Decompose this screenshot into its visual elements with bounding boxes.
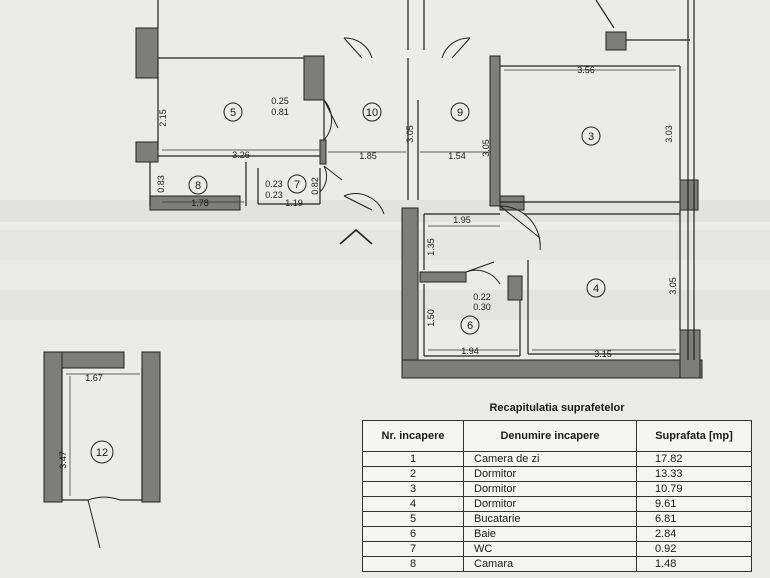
room-8-label: 8	[195, 180, 201, 192]
walls	[43, 27, 703, 503]
dim-135: 1.35	[426, 238, 436, 256]
room-4-marker: 4	[586, 278, 606, 298]
room-4-label: 4	[593, 283, 599, 295]
header-nr: Nr. incapere	[362, 420, 464, 452]
cell-nr: 6	[362, 526, 464, 542]
dim-178: 1.78	[191, 198, 209, 208]
dim-356: 3.56	[577, 65, 595, 75]
room-7-label: 7	[294, 179, 300, 191]
cell-name: Dormitor	[463, 466, 637, 482]
cell-nr: 3	[362, 481, 464, 497]
cell-nr: 4	[362, 496, 464, 512]
room-7-marker: 7	[287, 174, 307, 194]
dim-083: 0.83	[156, 175, 166, 193]
table-title: Recapitulatia suprafetelor	[489, 402, 625, 414]
cell-nr: 8	[362, 556, 464, 572]
room-outlines	[61, 0, 695, 501]
dim-215: 2.15	[158, 109, 168, 127]
room-5-marker: 5	[223, 102, 243, 122]
cell-nr: 1	[362, 451, 464, 467]
dim-022: 0.22	[473, 292, 491, 302]
header-area: Suprafata [mp]	[636, 420, 752, 452]
dim-305a: 3.05	[405, 125, 415, 143]
dim-347: 3.47	[58, 451, 68, 469]
dim-030: 0.30	[473, 302, 491, 312]
cell-nr: 7	[362, 541, 464, 557]
room-3-label: 3	[588, 131, 594, 143]
doors	[87, 37, 541, 549]
cell-area: 10.79	[636, 481, 752, 497]
dimension-labels: 2.15 0.25 0.81 3.26 0.83 1.78 0.23 0.23 …	[58, 65, 678, 469]
room-5-label: 5	[230, 107, 236, 119]
cell-area: 13.33	[636, 466, 752, 482]
header-name: Denumire incapere	[463, 420, 637, 452]
table-header-row: Nr. incapere Denumire incapere Suprafata…	[362, 420, 752, 452]
cell-area: 1.48	[636, 556, 752, 572]
dim-194: 1.94	[461, 346, 479, 356]
room-6-label: 6	[467, 320, 473, 332]
room-10-marker: 10	[362, 102, 382, 122]
cell-nr: 5	[362, 511, 464, 527]
cell-area: 17.82	[636, 451, 752, 467]
dim-315: 3.15	[594, 349, 612, 359]
dim-154: 1.54	[448, 151, 466, 161]
dimension-lines	[66, 69, 676, 496]
dim-303: 3.03	[664, 125, 674, 143]
area-summary-table: Nr. incapere Denumire incapere Suprafata…	[362, 420, 752, 572]
dim-305b: 3.05	[481, 139, 491, 157]
room-8-marker: 8	[188, 175, 208, 195]
cell-area: 6.81	[636, 511, 752, 527]
cell-area: 0.92	[636, 541, 752, 557]
cell-name: Bucatarie	[463, 511, 637, 527]
dim-150: 1.50	[426, 309, 436, 327]
dim-305c: 3.05	[668, 277, 678, 295]
cell-name: Baie	[463, 526, 637, 542]
room-12-marker: 12	[90, 440, 114, 464]
cell-name: WC	[463, 541, 637, 557]
dim-023a: 0.23	[265, 179, 283, 189]
dim-167: 1.67	[85, 373, 103, 383]
room-numbers: 5 10 9 3 8 7 4 6 12	[90, 102, 606, 464]
dim-326: 3.26	[232, 150, 250, 160]
room-6-marker: 6	[460, 315, 480, 335]
dim-082: 0.82	[310, 177, 320, 195]
room-9-label: 9	[457, 107, 463, 119]
cell-name: Camara	[463, 556, 637, 572]
cell-name: Dormitor	[463, 496, 637, 512]
room-3-marker: 3	[581, 126, 601, 146]
room-12-label: 12	[96, 447, 108, 459]
cell-area: 2.84	[636, 526, 752, 542]
dim-185: 1.85	[359, 151, 377, 161]
cell-name: Dormitor	[463, 481, 637, 497]
room-10-label: 10	[366, 107, 378, 119]
cell-area: 9.61	[636, 496, 752, 512]
room-9-marker: 9	[450, 102, 470, 122]
dim-023b: 0.23	[265, 190, 283, 200]
dim-025: 0.25	[271, 96, 289, 106]
cell-name: Camera de zi	[463, 451, 637, 467]
dim-195: 1.95	[453, 215, 471, 225]
dim-119: 1.19	[285, 198, 303, 208]
dim-081: 0.81	[271, 107, 289, 117]
cell-nr: 2	[362, 466, 464, 482]
